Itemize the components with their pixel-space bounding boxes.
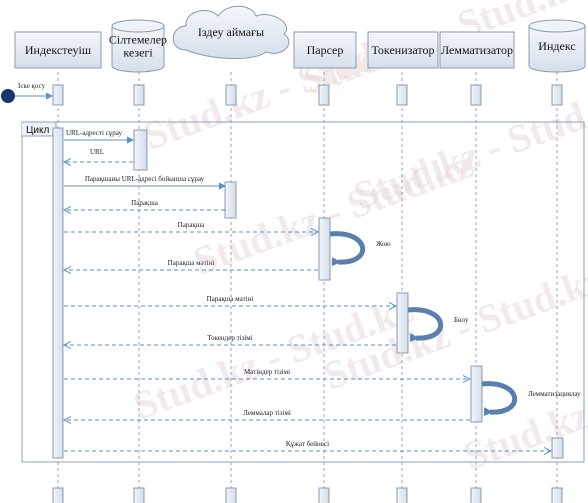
activation-stub-lemmatizer: [470, 84, 482, 106]
message-label-6: Парақша мәтіні: [207, 295, 254, 303]
activation-stub-bottom-index: [551, 487, 563, 503]
activation-index: [551, 437, 564, 459]
self-call-arrow-tokenizer: [407, 307, 444, 343]
activation-stub-parser: [318, 84, 330, 106]
activation-stub-bottom-indexer: [52, 487, 64, 503]
activation-stub-index: [551, 84, 563, 106]
message-label-3: Парақша: [131, 199, 159, 207]
participant-cap-queue: [111, 19, 165, 33]
message-label-1: URL: [90, 148, 104, 156]
message-label-7: Токендер тізімі: [207, 334, 252, 342]
loop-label: Цикл: [26, 125, 49, 136]
message-label-9: Леммалар тізімі: [243, 409, 291, 417]
participant-lemmatizer: Лемматизатор: [439, 31, 515, 69]
participant-tokenizer: Токенизатор: [367, 31, 439, 69]
message-label-2: Парақшаны URL-адресі бойынша сұрау: [85, 175, 205, 183]
participant-body-parser: [293, 31, 357, 69]
message-label-4: Парақша: [178, 221, 206, 229]
activations: [52, 84, 564, 503]
activation-stub-queue: [133, 84, 145, 106]
activation-stub-bottom-search: [225, 487, 237, 503]
participant-body-queue: [111, 26, 165, 73]
activation-stub-tokenizer: [396, 84, 408, 106]
participant-label-lemmatizer: Лемматизатор: [441, 43, 513, 57]
participant-label-tokenizer: Токенизатор: [372, 43, 435, 57]
participant-body-search: [172, 5, 290, 59]
self-call-label-parser: Жою: [376, 240, 391, 248]
message-label-0: URL-адресті сұрау: [66, 129, 123, 137]
start-dot: [1, 89, 15, 103]
participant-body-index: [528, 26, 586, 73]
participant-label-queue: кезегі: [123, 46, 153, 60]
activation-lemmatizer: [470, 365, 483, 423]
activation-stub-indexer: [52, 84, 64, 106]
self-call-arrow-lemmatizer: [481, 381, 518, 417]
participant-label-queue: Сілтемелер: [109, 33, 167, 47]
activation-parser: [318, 217, 331, 281]
participant-indexer: Индекстеуіш: [14, 31, 102, 69]
activation-stub-bottom-queue: [133, 487, 145, 503]
start-label: Іске қосу: [18, 82, 46, 90]
participant-body-tokenizer: [367, 31, 439, 69]
message-label-10: Құжат бейнесі: [286, 440, 329, 448]
activation-search: [224, 181, 237, 219]
participant-body-lemmatizer: [439, 31, 515, 69]
participant-label-indexer: Индекстеуіш: [25, 43, 92, 57]
message-label-8: Мәтіндер тізімі: [244, 368, 290, 376]
participant-cap-index: [528, 19, 586, 33]
participant-index: Индекс: [528, 19, 586, 73]
participant-parser: Парсер: [293, 31, 357, 69]
activation-stub-search: [225, 84, 237, 106]
activation-queue: [133, 129, 148, 171]
self-call-label-lemmatizer: Лемматизациялау: [528, 390, 581, 398]
loop-frame-rect: [21, 121, 585, 463]
activation-tokenizer: [396, 292, 409, 354]
activation-stub-bottom-tokenizer: [396, 487, 408, 503]
activation-stub-bottom-lemmatizer: [470, 487, 482, 503]
participant-search: Іздеу аймағы: [172, 5, 290, 59]
activation-stub-bottom-parser: [318, 487, 330, 503]
self-call-label-tokenizer: Бөлу: [454, 316, 469, 324]
participant-body-indexer: [14, 31, 102, 69]
message-label-5: Парақша мәтіні: [168, 259, 215, 267]
participant-label-parser: Парсер: [307, 43, 344, 57]
activation-indexer: [52, 127, 64, 459]
self-call-arrow-parser: [329, 231, 366, 267]
participant-label-search: Іздеу аймағы: [198, 25, 264, 39]
participant-label-index: Индекс: [538, 39, 575, 53]
